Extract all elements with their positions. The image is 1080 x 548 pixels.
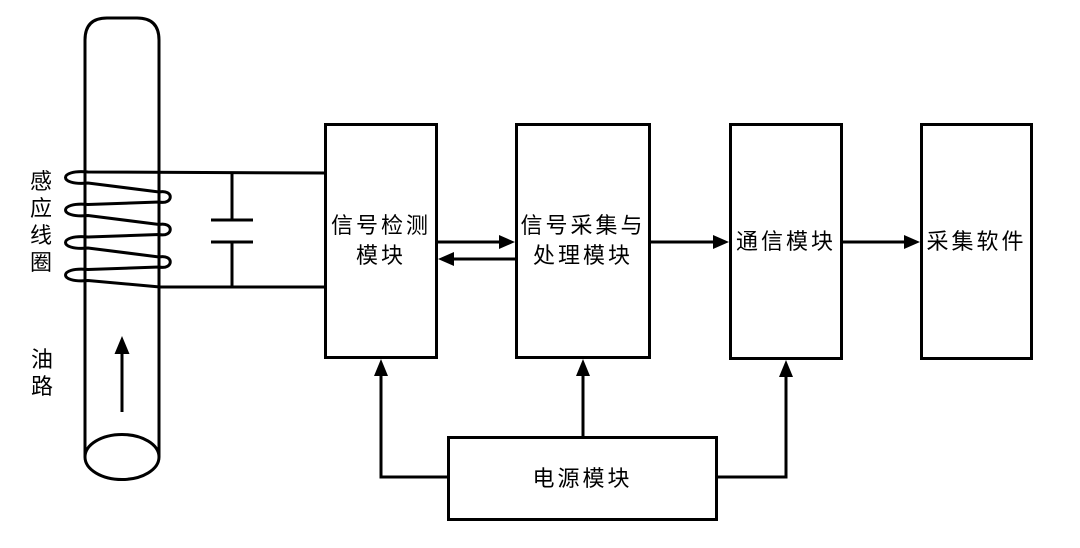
arrow-power-to-detect	[374, 359, 447, 479]
arrow-acquire-to-detect	[438, 252, 515, 266]
induction-coil	[64, 170, 328, 289]
arrow-power-to-comm	[718, 360, 793, 479]
block-software: 采集软件	[920, 123, 1033, 360]
arrow-acquire-to-comm	[651, 235, 729, 249]
arrow-power-to-acquire	[576, 359, 590, 436]
induction-coil-label: 感 应 线 圈	[29, 169, 52, 275]
block-signal-detection: 信号检测 模块	[324, 123, 438, 359]
flow-up-arrow-icon	[114, 336, 130, 412]
block-signal-acquisition: 信号采集与 处理模块	[515, 123, 651, 359]
arrow-comm-to-software	[843, 235, 920, 249]
oil-path-label: 油 路	[30, 347, 53, 399]
capacitor	[211, 173, 253, 287]
arrow-detect-to-acquire	[438, 235, 515, 249]
oil-pipe-bottom-ellipse	[83, 433, 161, 481]
block-power: 电源模块	[447, 436, 718, 521]
oil-pipe-body	[83, 16, 161, 457]
block-communication: 通信模块	[729, 123, 843, 360]
